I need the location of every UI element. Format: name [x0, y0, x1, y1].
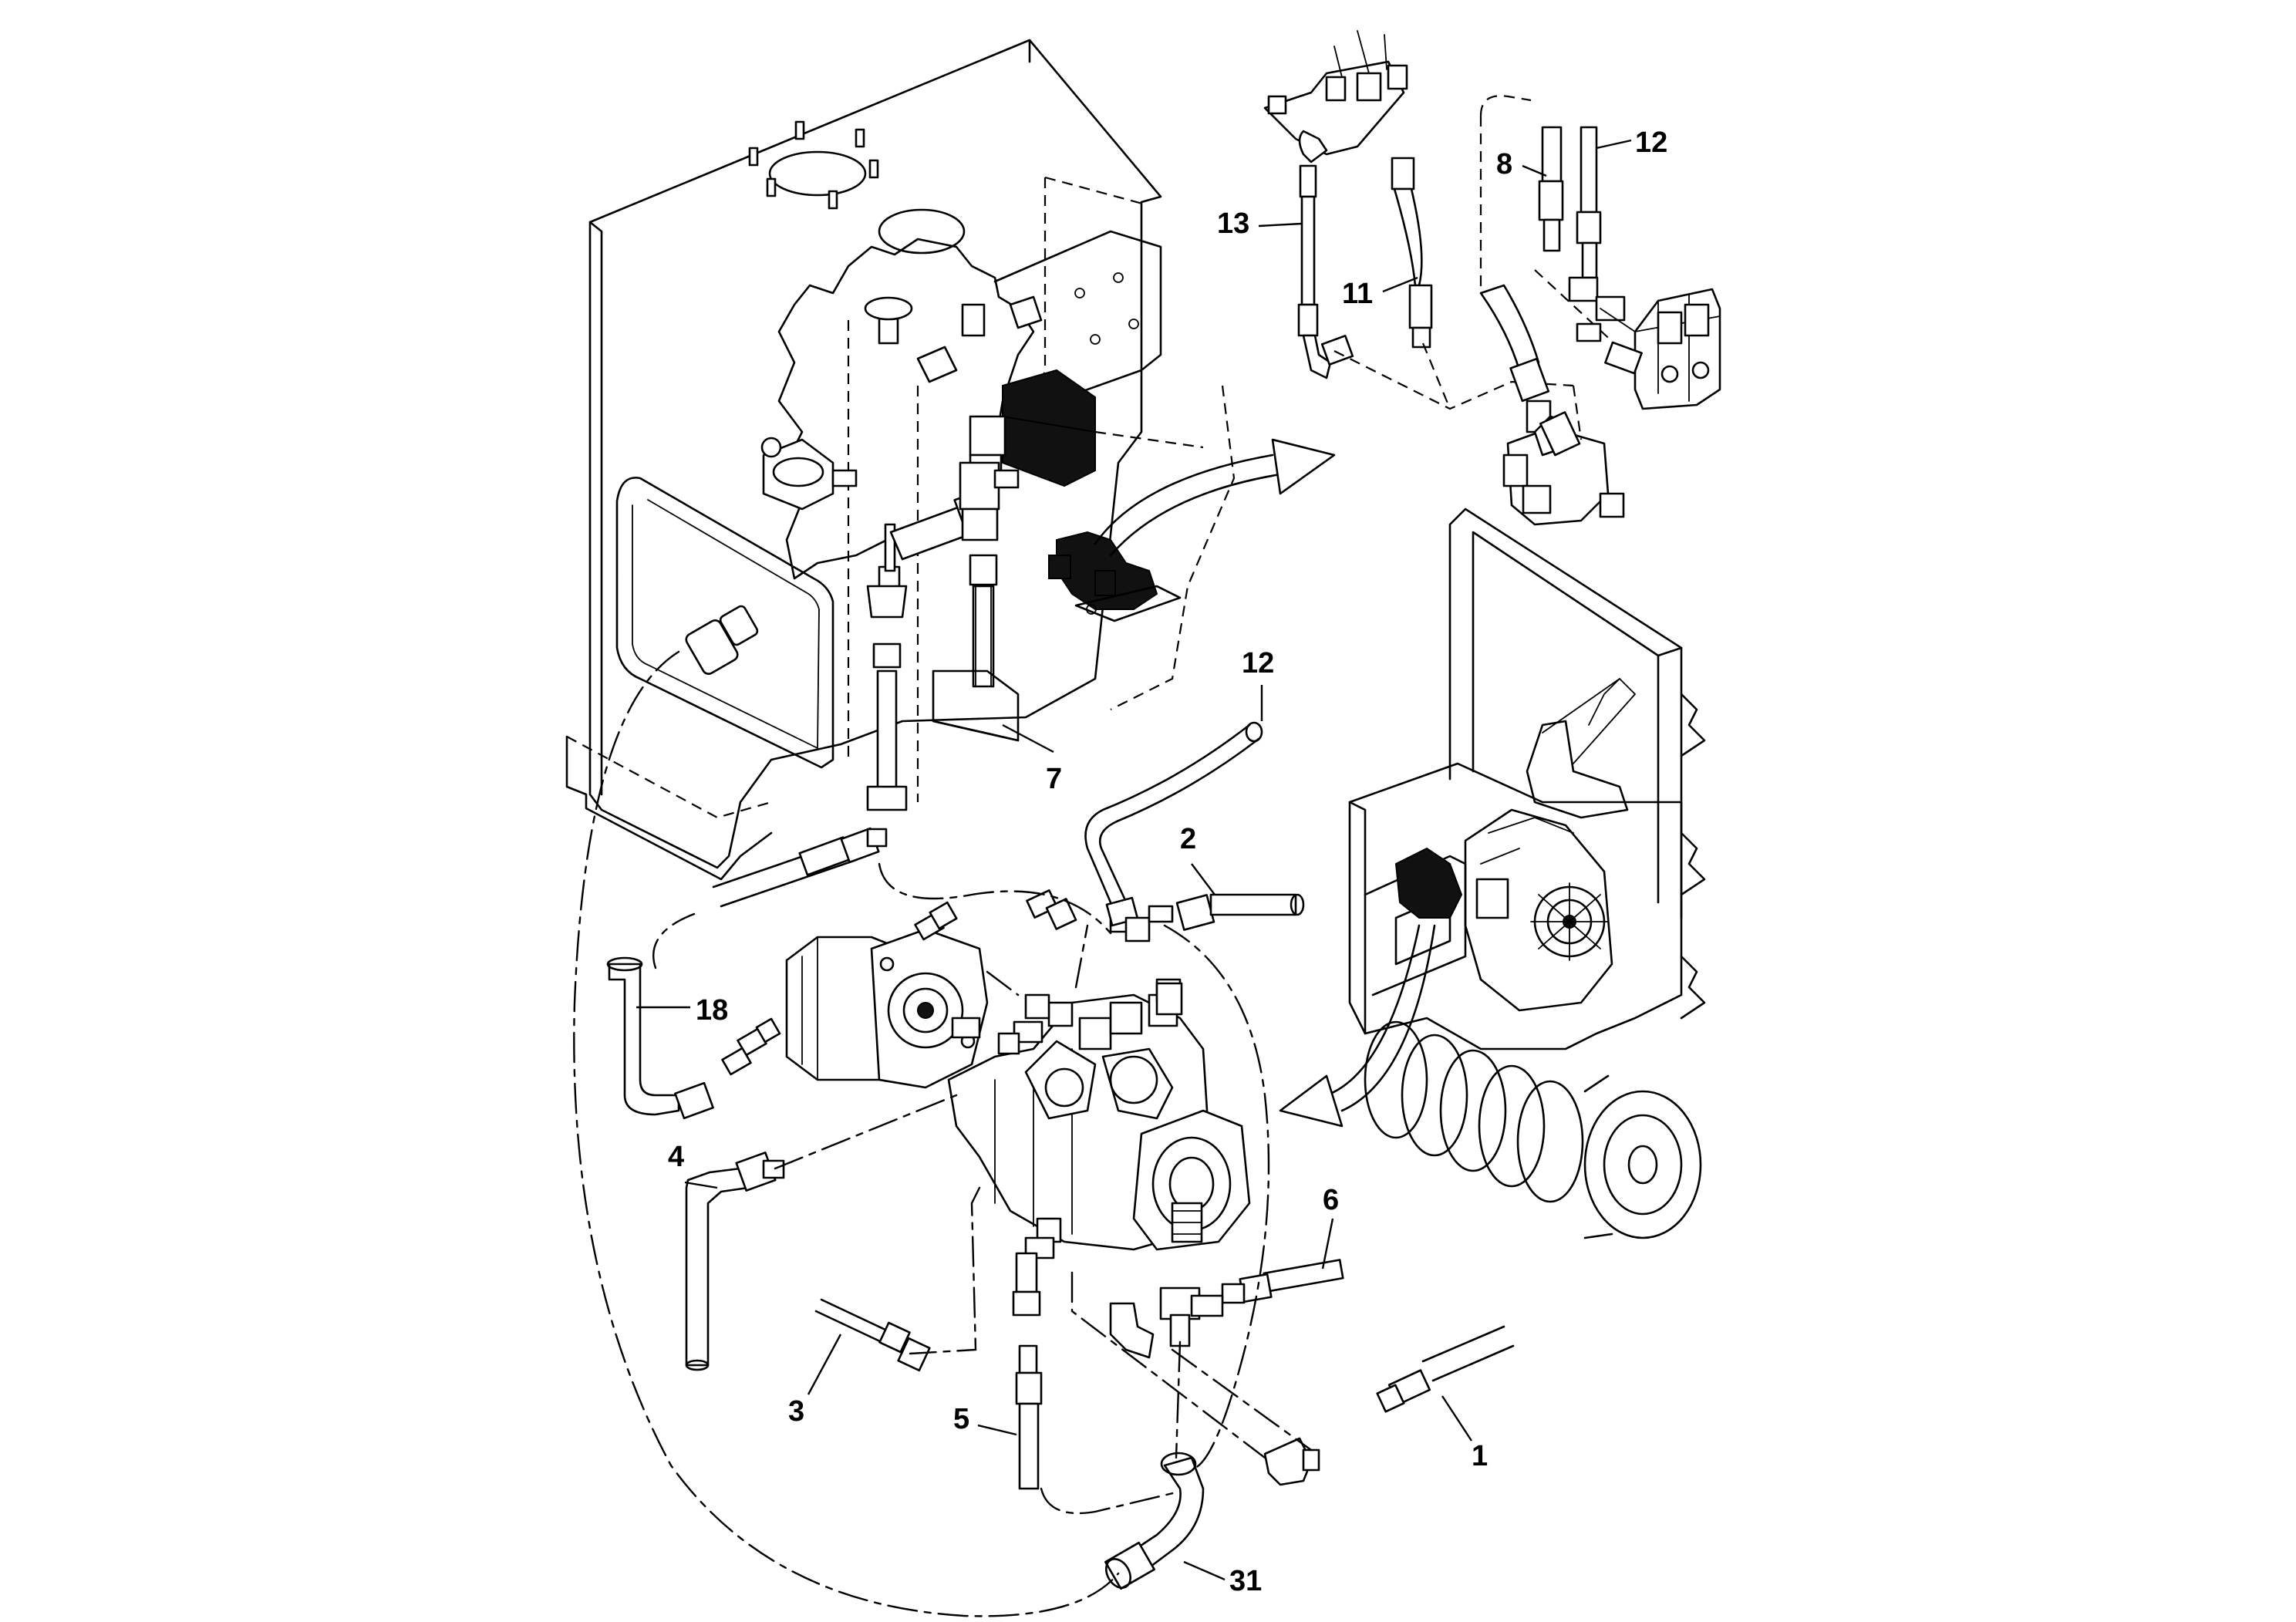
pump-fittings — [737, 889, 1183, 1057]
hose-2 — [1148, 893, 1305, 931]
hose-5 — [1012, 1252, 1043, 1490]
hose-1 — [1263, 1325, 1515, 1486]
callout-8: 8 — [1496, 148, 1512, 180]
callout-12-lower: 12 — [1242, 647, 1274, 679]
callout-18: 18 — [696, 994, 728, 1027]
callout-6: 6 — [1323, 1184, 1339, 1216]
leader-lines — [636, 139, 1632, 1581]
hydraulic-pump-assembly — [785, 928, 1251, 1259]
solenoid-valve-assembly — [916, 295, 1096, 742]
hydraulic-tank — [565, 39, 1236, 881]
callout-1: 1 — [1472, 1440, 1488, 1472]
callout-3: 3 — [788, 1395, 804, 1428]
upper-valve-detail — [1263, 30, 1721, 526]
hose-18 — [606, 827, 888, 1120]
breather-filter — [760, 437, 858, 511]
callout-5: 5 — [953, 1403, 969, 1435]
hose-3 — [814, 1298, 931, 1372]
flow-arrow-lower — [1279, 924, 1436, 1128]
hose-12-lower — [1084, 721, 1263, 943]
callout-2: 2 — [1180, 823, 1196, 855]
callout-4: 4 — [668, 1141, 684, 1173]
routing-lines — [573, 650, 1313, 1617]
callout-12-upper: 12 — [1635, 126, 1667, 159]
flow-arrow-upper — [1094, 438, 1336, 557]
callout-31: 31 — [1229, 1565, 1262, 1597]
hose-4 — [685, 1152, 785, 1371]
hose-31 — [1104, 1452, 1205, 1590]
hose-6 — [1109, 1259, 1344, 1359]
callout-13: 13 — [1217, 207, 1249, 240]
suction-fitting — [685, 605, 759, 675]
callout-11: 11 — [1342, 278, 1373, 310]
roller-machine — [1348, 508, 1706, 1239]
bolt-circle — [748, 120, 879, 210]
valve-detail — [1048, 531, 1182, 622]
callout-labels: 13 11 8 12 12 7 2 18 4 6 3 5 1 31 — [668, 126, 1667, 1597]
callout-7: 7 — [1046, 763, 1062, 795]
